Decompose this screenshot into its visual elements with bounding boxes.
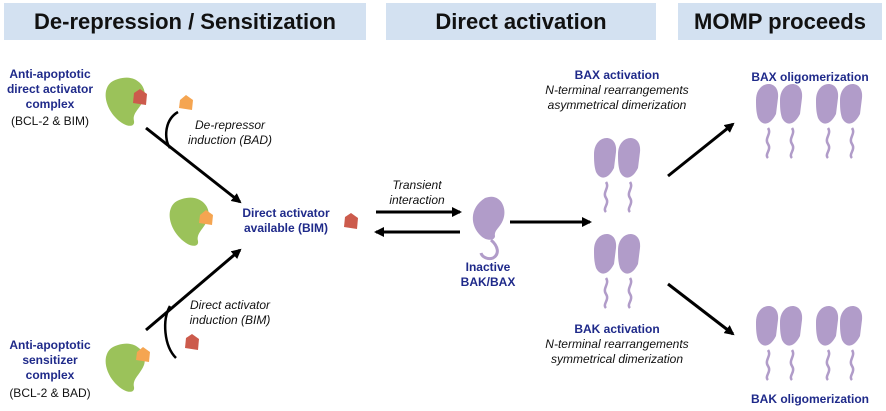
bax-oligomerization-label: BAX oligomerization <box>751 70 869 84</box>
transient-interaction-label: Transient interaction <box>389 178 445 207</box>
sensitizer-complex-icon <box>105 343 150 392</box>
sensitizer-complex-label: Anti-apoptotic sensitizer complex <box>9 338 91 382</box>
bak-oligomer-icon <box>754 304 864 382</box>
bim-induction-icon <box>185 334 199 350</box>
header-derepression: De-repression / Sensitization <box>4 3 366 40</box>
bax-oligomer-icon <box>754 82 864 160</box>
direct-activator-available-label: Direct activator available (BIM) <box>242 206 330 235</box>
bak-activation-label: BAK activation N-terminal rearrangements… <box>545 322 689 366</box>
activator-complex-members: (BCL-2 & BIM) <box>10 114 89 128</box>
header-direct-activation: Direct activation <box>386 3 656 40</box>
bad-icon <box>179 95 193 110</box>
inactive-bakbax-label: Inactive BAK/BAX <box>460 260 516 289</box>
bax-dimer-icon <box>592 136 642 214</box>
arrow-activator-induction <box>145 248 242 332</box>
arrow-derepression <box>145 126 242 204</box>
activator-complex-icon <box>105 77 147 126</box>
arrow-to-bak-oligomer <box>667 282 735 336</box>
bax-activation-label: BAX activation N-terminal rearrangements… <box>545 68 689 112</box>
derepressor-induction-label: De-repressor induction (BAD) <box>187 118 273 147</box>
activator-induction-label: Direct activator induction (BIM) <box>189 298 271 327</box>
inactive-bakbax-icon <box>471 195 506 261</box>
bak-dimer-icon <box>592 232 642 310</box>
bim-available-icon <box>344 213 358 229</box>
middle-complex-icon <box>169 197 213 246</box>
activator-complex-label: Anti-apoptotic direct activator complex <box>6 67 94 111</box>
arrow-to-bax-oligomer <box>667 122 735 178</box>
bak-oligomerization-label: BAK oligomerization <box>750 392 869 406</box>
sensitizer-complex-members: (BCL-2 & BAD) <box>9 386 91 400</box>
header-momp: MOMP proceeds <box>678 3 882 40</box>
